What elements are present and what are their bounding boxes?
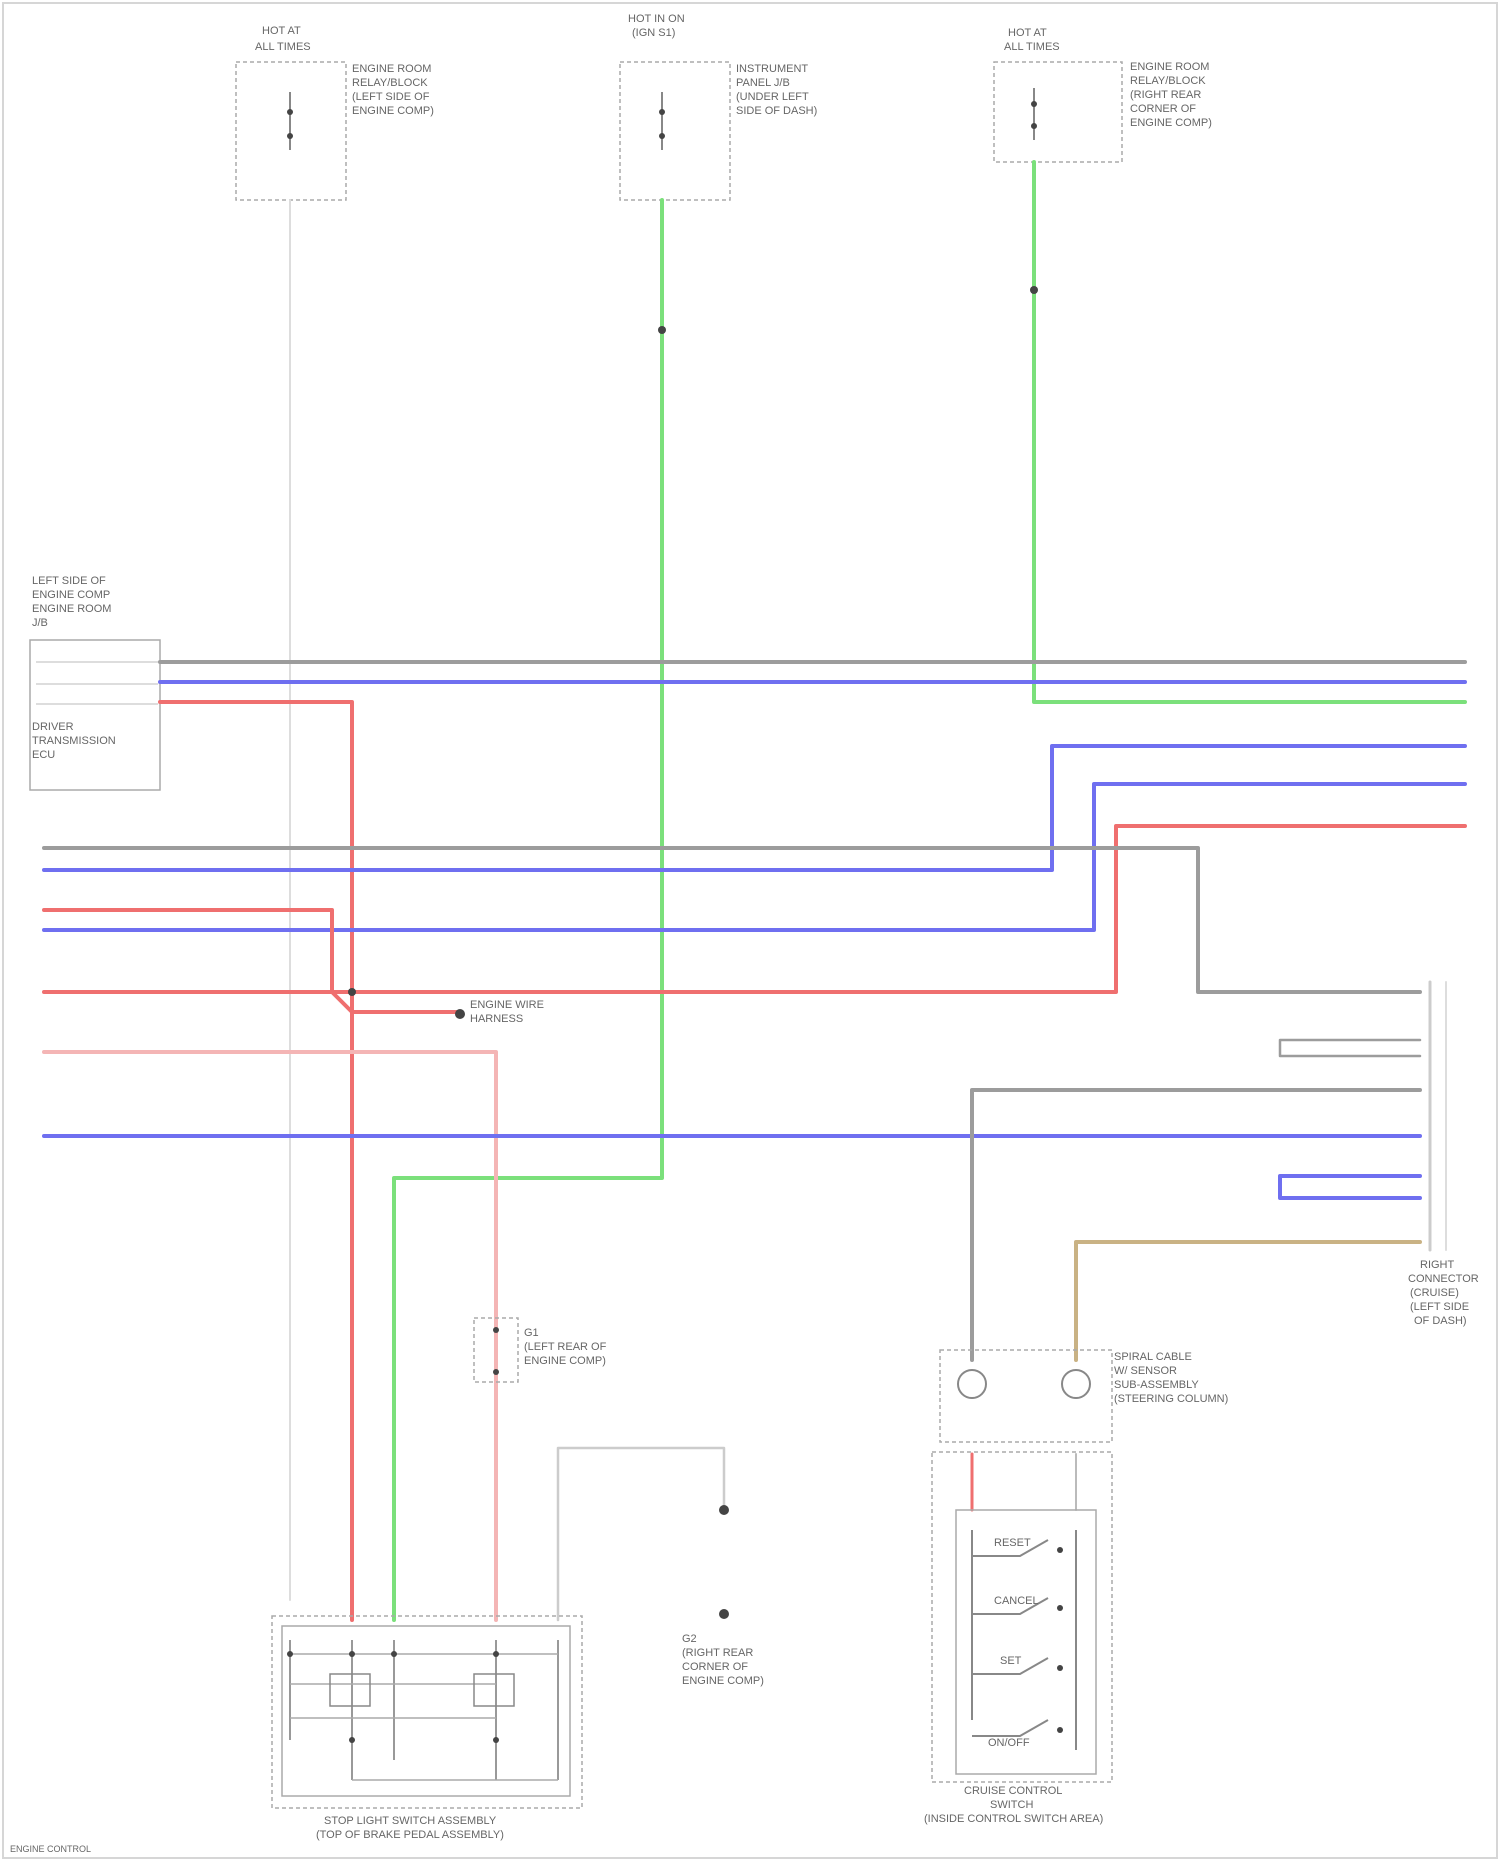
fuse-top-mid-label: HOT IN ON (IGN S1) — [628, 13, 688, 39]
cruise-control-switch — [932, 1452, 1112, 1782]
spiral-cable-label: SPIRAL CABLE W/ SENSOR SUB-ASSEMBLY (STE… — [1114, 1351, 1228, 1405]
wire-blue-loop — [1280, 1176, 1420, 1198]
fuse-top-right — [994, 62, 1122, 162]
fuse-top-mid — [620, 62, 730, 200]
left-junction-block — [30, 640, 160, 790]
left-ecu-label: DRIVER TRANSMISSION ECU — [32, 721, 119, 761]
comp-top-left-label: ENGINE ROOM RELAY/BLOCK (LEFT SIDE OF EN… — [352, 63, 435, 117]
switch-position-onoff: ON/OFF — [988, 1737, 1030, 1749]
wire-tan — [1076, 1242, 1420, 1360]
wire-gray-to-spiral — [972, 1090, 1420, 1360]
stop-light-switch-label: STOP LIGHT SWITCH ASSEMBLY (TOP OF BRAKE… — [316, 1815, 504, 1841]
comp-top-right-label: ENGINE ROOM RELAY/BLOCK (RIGHT REAR CORN… — [1130, 61, 1213, 129]
wire-red-left-jog — [44, 910, 460, 1012]
footer-code: ENGINE CONTROL — [10, 1844, 91, 1854]
switch-position-cancel: CANCEL — [994, 1595, 1039, 1607]
right-connector-label: RIGHT CONNECTOR (CRUISE) (LEFT SIDE OF D… — [1408, 1259, 1482, 1327]
ground-g1-label: G1 (LEFT REAR OF ENGINE COMP) — [524, 1327, 609, 1367]
wire-gray-ground-lead — [558, 1448, 724, 1620]
switch-position-set: SET — [1000, 1655, 1022, 1667]
stop-light-switch — [272, 1616, 582, 1808]
switch-position-reset: RESET — [994, 1537, 1031, 1549]
spiral-cable — [940, 1350, 1112, 1442]
fuse-top-right-label: HOT AT ALL TIMES — [1004, 27, 1060, 53]
wire-green-right — [1034, 162, 1465, 702]
wire-gray-loop-1 — [1280, 1040, 1420, 1056]
left-junction-label: LEFT SIDE OF ENGINE COMP ENGINE ROOM J/B — [32, 575, 115, 629]
wire-green-mid — [394, 200, 662, 1620]
cruise-switch-label: CRUISE CONTROL SWITCH (INSIDE CONTROL SW… — [924, 1785, 1103, 1825]
ground-g2-label: G2 (RIGHT REAR CORNER OF ENGINE COMP) — [682, 1633, 764, 1687]
wires — [44, 162, 1465, 1620]
fuse-top-left — [236, 62, 346, 200]
fuse-top-left-label: HOT AT ALL TIMES — [255, 25, 311, 53]
comp-top-mid-label: INSTRUMENT PANEL J/B (UNDER LEFT SIDE OF… — [736, 63, 817, 117]
wire-blue-right-1 — [44, 746, 1465, 870]
splice-mid-label: ENGINE WIRE HARNESS — [470, 999, 547, 1025]
wire-red-bus-1 — [160, 702, 352, 1620]
